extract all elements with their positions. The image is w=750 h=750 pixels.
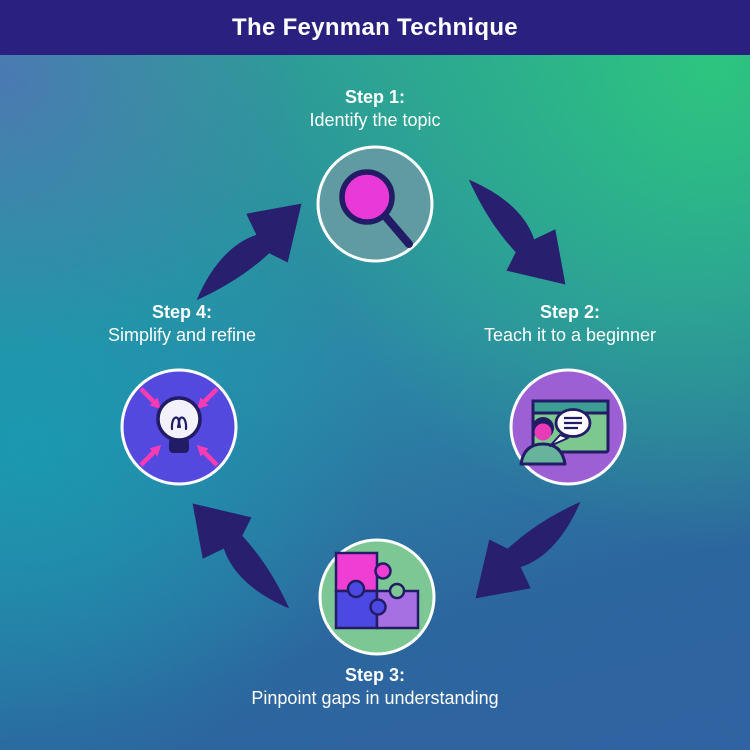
step-3-description: Pinpoint gaps in understanding [251,688,499,708]
lightbulb-icon [120,368,238,486]
step-1-label: Step 1: [344,87,405,107]
page-title: The Feynman Technique [232,13,518,41]
step-4-caption: Step 4: Simplify and refine [22,301,342,347]
step-2-description: Teach it to a beginner [483,325,657,345]
curved-arrow-icon [192,503,290,609]
step-2-label: Step 2: [539,302,600,322]
teaching-board-icon [509,368,627,486]
puzzle-icon [318,538,436,656]
magnifier-icon [316,145,434,263]
step-3-label: Step 3: [344,665,405,685]
step-1-description: Identify the topic [309,110,441,130]
step-4-description: Simplify and refine [107,325,257,345]
curved-arrow-icon [468,179,566,285]
step-4-label: Step 4: [151,302,212,322]
step-1-caption: Step 1: Identify the topic [215,86,535,132]
step-2-caption: Step 2: Teach it to a beginner [410,301,730,347]
curved-arrow-icon [475,501,581,599]
curved-arrow-icon [196,203,302,301]
title-bar: The Feynman Technique [0,0,750,55]
step-3-caption: Step 3: Pinpoint gaps in understanding [215,664,535,710]
